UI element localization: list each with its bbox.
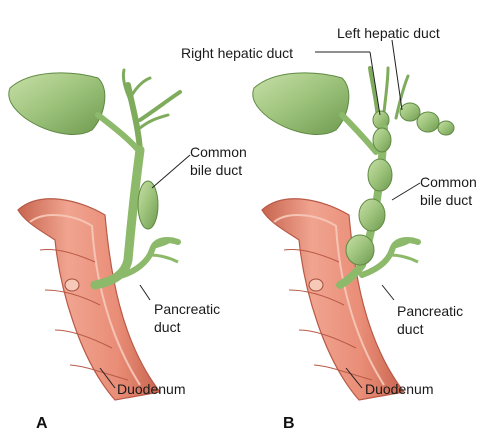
common-bile-duct-label-a-1: Common <box>190 144 247 160</box>
common-bile-duct-label-b-1: Common <box>420 174 477 190</box>
pancreatic-duct-label-a-1: Pancreatic <box>154 301 220 317</box>
common-bile-duct-label-a-2: bile duct <box>190 162 242 178</box>
duodenum-b <box>261 198 406 401</box>
panel-b: Right hepatic duct Left hepatic duct Com… <box>181 25 477 432</box>
pancreatic-duct-label-a-2: duct <box>154 319 181 335</box>
duodenum-label-b: Duodenum <box>365 381 434 397</box>
panel-letter-a: A <box>36 415 48 432</box>
common-bile-duct-b <box>345 127 393 266</box>
left-hepatic-dilation-2 <box>416 111 440 133</box>
duct-cyst-a <box>137 180 159 230</box>
left-hepatic-duct-label: Left hepatic duct <box>337 25 440 41</box>
duodenum-a <box>17 198 162 401</box>
panel-letter-b: B <box>283 415 295 432</box>
gallbladder-b <box>252 72 350 135</box>
right-hepatic-duct-label: Right hepatic duct <box>181 45 293 61</box>
pancreatic-duct-label-b-2: duct <box>397 321 424 337</box>
panel-a: Common bile duct Pancreatic duct Duodenu… <box>8 68 247 432</box>
pancreatic-duct-b <box>359 237 421 278</box>
duodenum-label-a: Duodenum <box>117 381 186 397</box>
pancreatic-duct-a <box>117 237 181 279</box>
pancreatic-duct-label-b-1: Pancreatic <box>397 303 463 319</box>
left-hepatic-dilation-1 <box>399 102 421 122</box>
gallbladder-a <box>8 72 106 135</box>
common-bile-duct-label-b-2: bile duct <box>420 192 472 208</box>
hepatic-ducts-a <box>121 68 182 153</box>
common-bile-duct-a <box>90 145 145 290</box>
